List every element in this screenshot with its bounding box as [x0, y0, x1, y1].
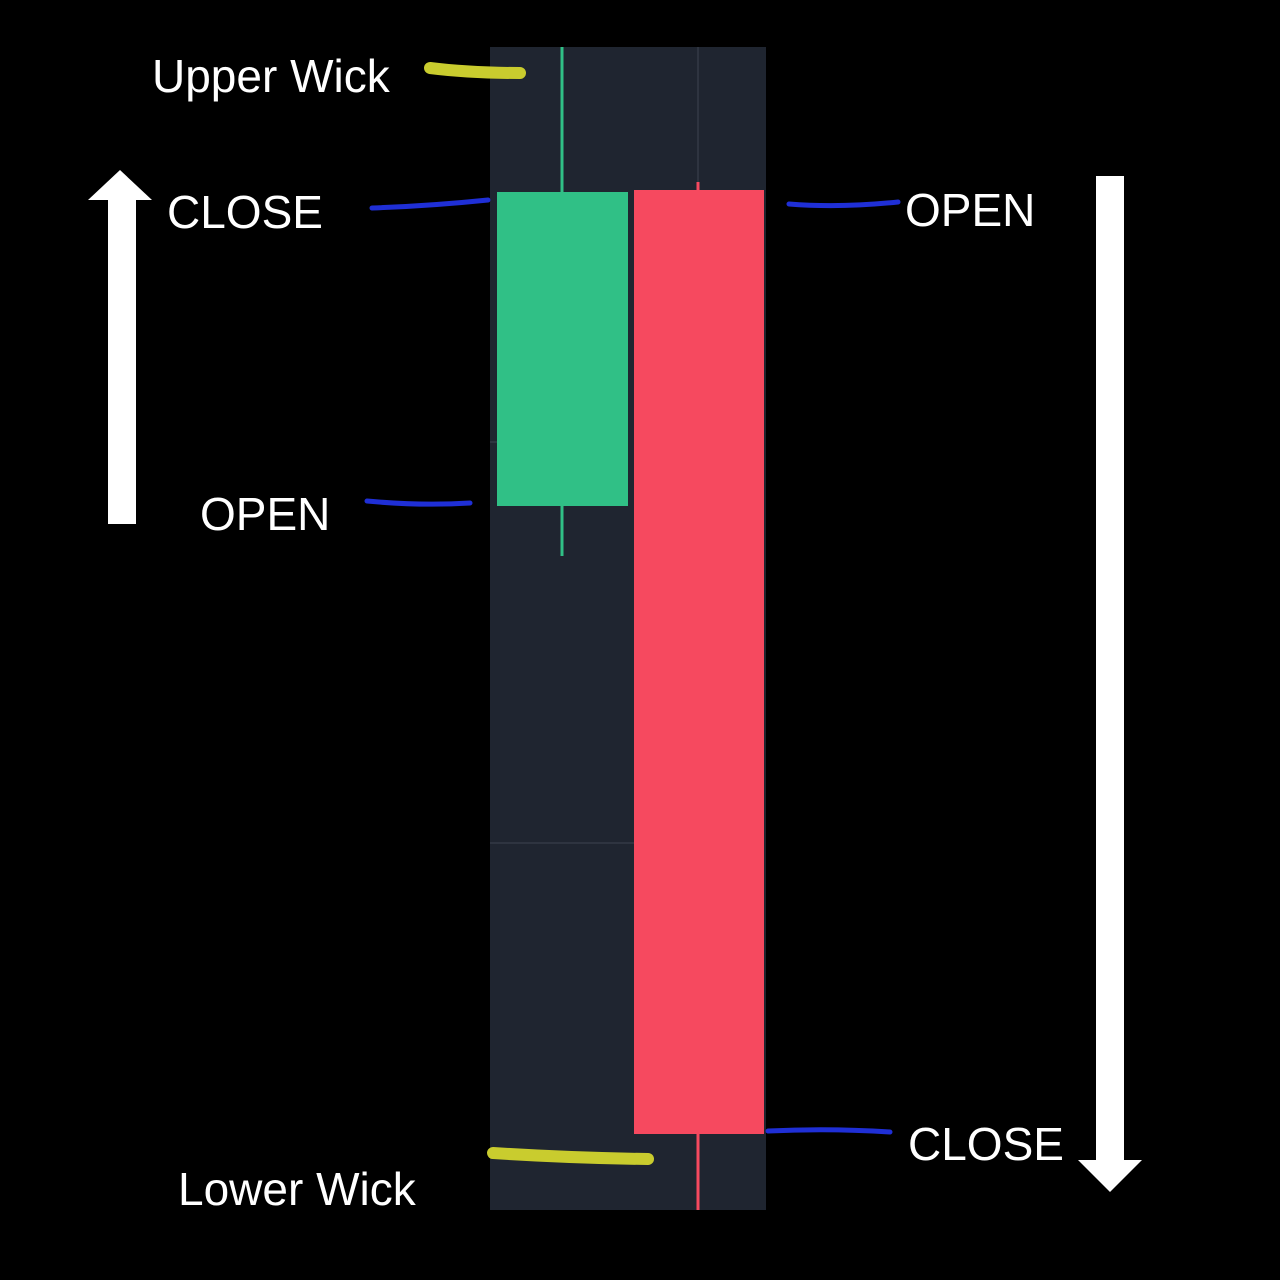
label-bull-close: CLOSE — [167, 186, 323, 238]
label-bear-close: CLOSE — [908, 1118, 1064, 1170]
label-upper-wick: Upper Wick — [152, 50, 391, 102]
pointer-line-bull-close — [369, 197, 491, 211]
bullish-candle-body — [497, 192, 628, 506]
arrow-up-icon — [88, 170, 152, 524]
pointer-line-bear-close — [765, 1127, 893, 1135]
pointer-line-bear-open — [786, 199, 901, 209]
upper-wick-highlight — [424, 62, 526, 79]
pointer-line-bull-open — [364, 498, 473, 507]
lower-wick-highlight — [487, 1147, 654, 1165]
arrow-down-icon — [1078, 176, 1142, 1192]
label-bull-open: OPEN — [200, 488, 330, 540]
bearish-candle-body — [634, 190, 764, 1134]
label-lower-wick: Lower Wick — [178, 1163, 417, 1215]
label-bear-open: OPEN — [905, 184, 1035, 236]
